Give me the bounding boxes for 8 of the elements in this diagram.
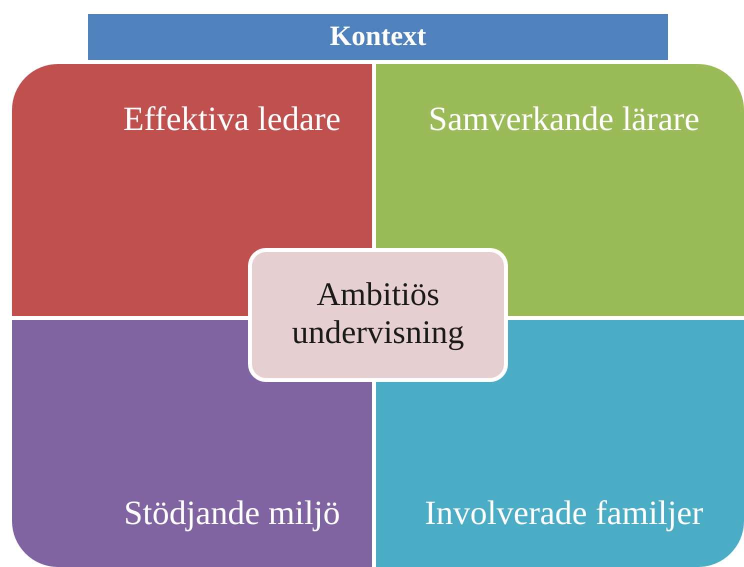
quadrant-label: Samverkande lärare (428, 100, 700, 140)
title-band (88, 14, 668, 60)
quadrant-label: Effektiva ledare (123, 100, 341, 140)
quadrant-label: Stödjande miljö (124, 494, 340, 534)
center-box (248, 248, 508, 382)
center-label: Ambitiös undervisning (290, 277, 466, 353)
quadrant-label: Involverade familjer (424, 494, 704, 534)
band-label: Kontext (330, 20, 426, 54)
